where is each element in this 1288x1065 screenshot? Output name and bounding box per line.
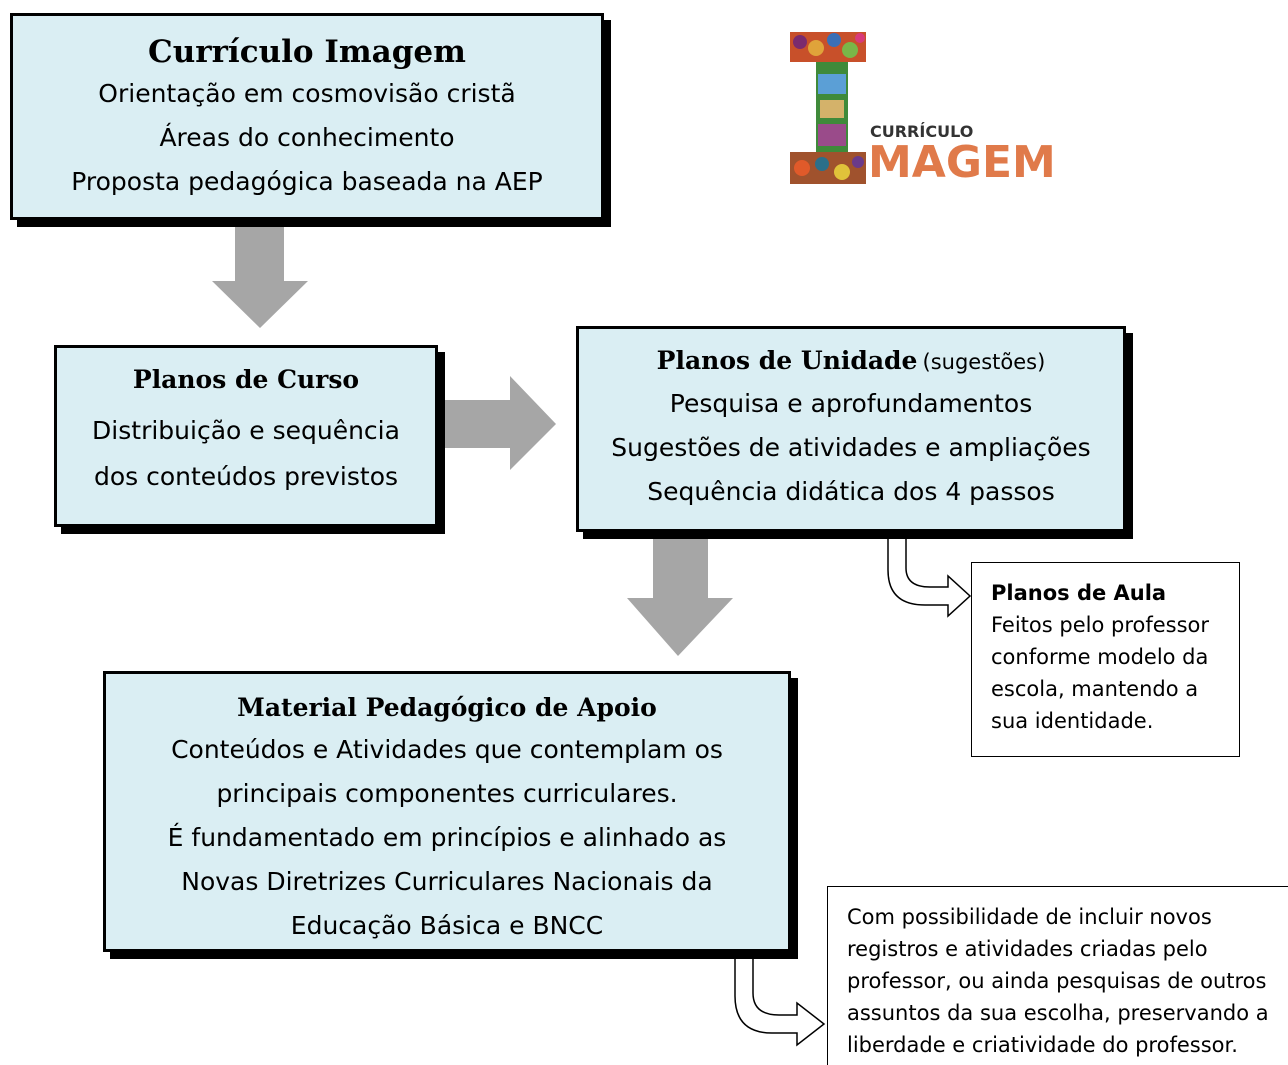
curriculo-line: Orientação em cosmovisão cristã [98,79,516,108]
aula-line: Feitos pelo professor [991,613,1210,637]
unidade-line: Sequência didática dos 4 passos [647,477,1055,506]
possibilidades-note: Com possibilidade de incluir novos regis… [827,886,1288,1065]
curriculo-line: Áreas do conhecimento [159,123,455,152]
material-line: É fundamentado em princípios e alinhado … [167,823,727,852]
note-line: professor, ou ainda pesquisas de outros [847,969,1267,993]
material-line: Conteúdos e Atividades que contemplam os [171,735,723,764]
aula-line: escola, mantendo a [991,677,1199,701]
material-pedagogico-title: Material Pedagógico de Apoio [237,693,657,722]
note-line: Com possibilidade de incluir novos [847,905,1212,929]
planos-unidade-box: Planos de Unidade (sugestões) Pesquisa e… [576,326,1126,532]
material-line: principais componentes curriculares. [216,779,678,808]
unidade-line: Sugestões de atividades e ampliações [611,433,1091,462]
arrow-down-unidade-to-material [627,520,733,656]
planos-curso-title: Planos de Curso [132,365,360,394]
arrow-down-curriculo-to-curso [212,222,308,328]
planos-unidade-suffix: (sugestões) [922,350,1046,374]
curriculo-imagem-box: Currículo Imagem Orientação em cosmovisã… [10,13,604,220]
curriculo-line: Proposta pedagógica baseada na AEP [71,167,543,196]
material-line: Novas Diretrizes Curriculares Nacionais … [181,867,713,896]
material-line: Educação Básica e BNCC [290,911,604,940]
aula-line: sua identidade. [991,709,1154,733]
curriculo-imagem-title: Currículo Imagem [148,34,466,70]
logo-graphic [790,32,866,184]
planos-curso-box: Planos de Curso Distribuição e sequência… [54,345,438,527]
planos-unidade-title: Planos de Unidade [656,346,918,375]
curso-line: Distribuição e sequência [92,416,400,445]
logo-small-text: CURRÍCULO [870,122,974,141]
unidade-line: Pesquisa e aprofundamentos [669,389,1033,418]
arrow-right-curso-to-unidade [426,376,556,470]
planos-unidade-heading: Planos de Unidade (sugestões) [579,343,1123,382]
curriculo-imagem-logo: CURRÍCULO MAGEM [786,28,1058,190]
hook-arrow-to-note [734,942,826,1047]
planos-aula-note: Planos de Aula Feitos pelo professor con… [971,562,1240,757]
aula-line: conforme modelo da [991,645,1209,669]
note-line: assuntos da sua escolha, preservando a [847,1001,1269,1025]
hook-arrow-to-aula [887,521,972,618]
logo-big-text: MAGEM [868,137,1056,188]
note-line: registros e atividades criadas pelo [847,937,1208,961]
material-pedagogico-box: Material Pedagógico de Apoio Conteúdos e… [103,671,791,952]
curso-line: dos conteúdos previstos [93,462,399,491]
planos-aula-title: Planos de Aula [991,581,1167,605]
note-line: liberdade e criatividade do professor. [847,1033,1238,1057]
